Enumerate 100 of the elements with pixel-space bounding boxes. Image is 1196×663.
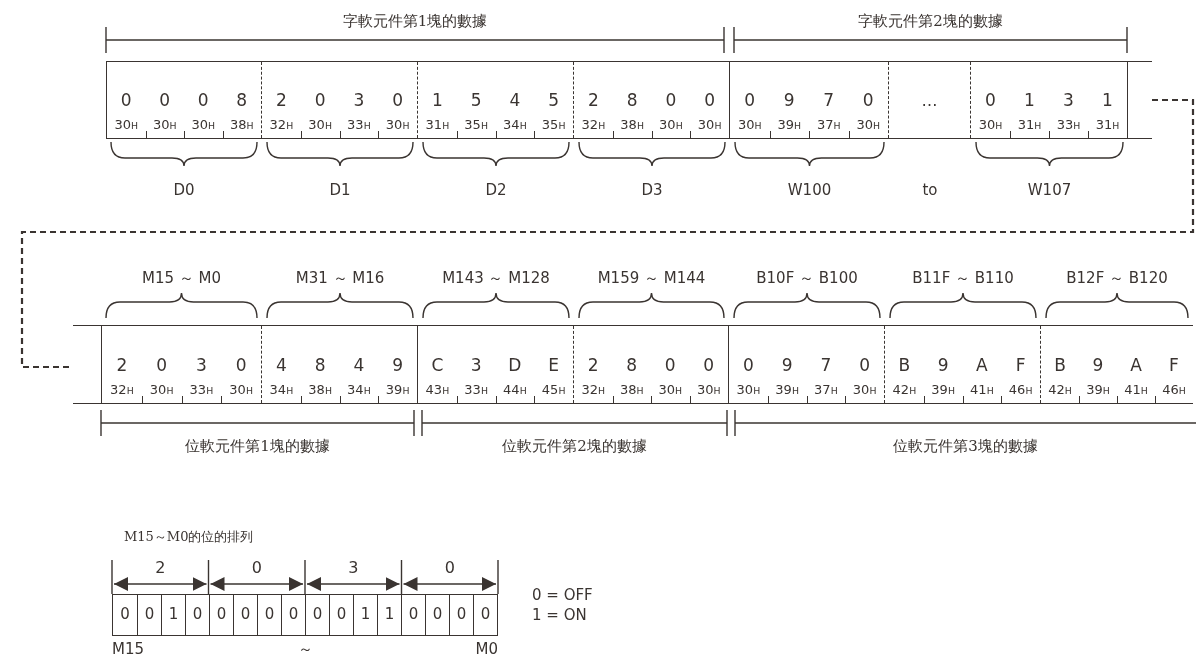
connector-line — [20, 98, 1195, 369]
character: 2 — [275, 90, 287, 110]
character: 0 — [859, 355, 871, 375]
register-row — [73, 325, 1193, 404]
block-label: 字軟元件第1塊的數據 — [342, 11, 488, 31]
nibble-value: 2 — [155, 560, 166, 576]
character: 0 — [120, 90, 132, 110]
character: 7 — [820, 355, 832, 375]
character: 8 — [236, 90, 248, 110]
character: 0 — [197, 90, 209, 110]
character: 1 — [1102, 90, 1113, 110]
character: F — [1015, 355, 1026, 375]
device-label: W100 — [787, 181, 832, 199]
bit-value: 0 — [329, 595, 353, 635]
character: B — [1054, 355, 1066, 375]
device-label: B10F ～ B100 — [756, 268, 858, 288]
device-label: D0 — [173, 181, 195, 199]
device-label: D1 — [329, 181, 351, 199]
character: 0 — [742, 355, 754, 375]
character: 0 — [703, 355, 715, 375]
character: 2 — [587, 90, 599, 110]
character: 0 — [664, 355, 676, 375]
character: 4 — [353, 355, 365, 375]
legend-note: 1 = ON — [532, 608, 587, 623]
character: 3 — [470, 355, 482, 375]
device-label: B11F ～ B110 — [912, 268, 1014, 288]
character: 0 — [156, 355, 168, 375]
character: 8 — [314, 355, 326, 375]
bit-label: M15 — [112, 642, 145, 657]
block-label: 位軟元件第1塊的數據 — [185, 436, 330, 456]
character: 0 — [392, 90, 404, 110]
bit-value: 0 — [119, 604, 131, 625]
character: 3 — [353, 90, 365, 110]
bit-value: 0 — [185, 595, 209, 635]
character: 7 — [823, 90, 835, 110]
character: A — [1130, 355, 1142, 375]
character: 9 — [1092, 355, 1104, 375]
character: 9 — [937, 355, 949, 375]
legend-note: 0 = OFF — [532, 588, 593, 603]
nibble-value: 0 — [444, 560, 455, 576]
character: 0 — [704, 90, 716, 110]
bit-value: 1 — [377, 595, 401, 635]
character: 3 — [195, 355, 207, 375]
character: D — [508, 355, 522, 375]
character: 5 — [470, 90, 482, 110]
character: 0 — [235, 355, 247, 375]
character: 0 — [159, 90, 171, 110]
character: A — [976, 355, 988, 375]
bit-value: 1 — [161, 595, 185, 635]
bit-value: 0 — [281, 595, 305, 635]
bit-value: 0 — [473, 595, 497, 635]
range-tilde: ～ — [297, 642, 313, 657]
device-label: M143 ～ M128 — [442, 268, 550, 288]
ellipsis: … — [921, 90, 938, 110]
character: 1 — [1024, 90, 1035, 110]
device-label: M159 ～ M144 — [597, 268, 706, 288]
character: 9 — [781, 355, 793, 375]
character: 9 — [392, 355, 404, 375]
character: B — [898, 355, 911, 375]
character: 5 — [548, 90, 560, 110]
character: 8 — [626, 90, 638, 110]
character: 0 — [314, 90, 326, 110]
character: 4 — [509, 90, 521, 110]
character: 0 — [985, 90, 996, 110]
device-label: to — [922, 181, 938, 199]
character: 0 — [862, 90, 874, 110]
bit-value: 0 — [137, 595, 161, 635]
bit-layout-title: M15～M0的位的排列 — [124, 530, 254, 543]
bit-value: 0 — [233, 595, 257, 635]
bit-value: 0 — [209, 595, 233, 635]
bit-value: 1 — [353, 595, 377, 635]
character: E — [548, 355, 559, 375]
nibble-value: 3 — [348, 560, 359, 576]
character: 2 — [587, 355, 599, 375]
character: F — [1169, 355, 1179, 375]
device-label: B12F ～ B120 — [1066, 268, 1168, 288]
block-label: 字軟元件第2塊的數據 — [858, 11, 1003, 31]
character: 4 — [275, 355, 287, 375]
device-label: D3 — [641, 181, 663, 199]
register-row — [106, 61, 1152, 139]
character: 2 — [116, 355, 128, 375]
device-label: D2 — [485, 181, 507, 199]
device-label: M31 ～ M16 — [295, 268, 385, 288]
character: 9 — [783, 90, 795, 110]
device-label: M15 ～ M0 — [141, 268, 222, 288]
bit-label: M0 — [475, 642, 498, 657]
bit-value: 0 — [401, 595, 425, 635]
character: 3 — [1063, 90, 1074, 110]
bit-value: 0 — [305, 595, 329, 635]
character: 1 — [431, 90, 443, 110]
nibble-value: 0 — [251, 560, 262, 576]
block-label: 位軟元件第2塊的數據 — [502, 436, 647, 456]
character: 0 — [665, 90, 677, 110]
bit-value: 0 — [425, 595, 449, 635]
device-label: W107 — [1027, 181, 1072, 199]
bit-value: 0 — [449, 595, 473, 635]
bit-table — [112, 594, 498, 636]
block-label: 位軟元件第3塊的數據 — [893, 436, 1038, 456]
character: 8 — [626, 355, 638, 375]
character: C — [431, 355, 444, 375]
